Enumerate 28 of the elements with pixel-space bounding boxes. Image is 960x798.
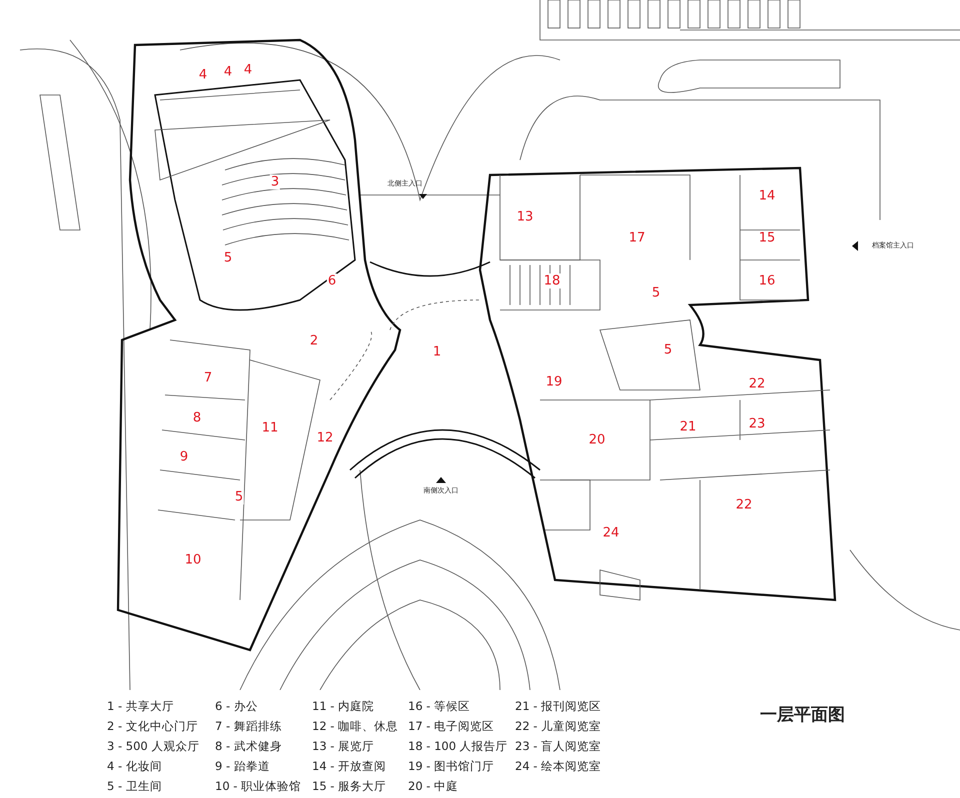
legend-entry: 14 - 开放查阅	[312, 761, 386, 772]
legend-entry: 8 - 武术健身	[215, 741, 282, 752]
legend-entry: 10 - 职业体验馆	[215, 781, 302, 792]
callout-number: 5	[234, 490, 244, 504]
legend-entry: 19 - 图书馆门厅	[408, 761, 494, 772]
legend-entry: 15 - 服务大厅	[312, 781, 386, 792]
legend-entry: 18 - 100 人报告厅	[408, 741, 508, 752]
legend-entry: 21 - 报刊阅览区	[515, 701, 602, 712]
legend-entry: 2 - 文化中心门厅	[107, 721, 198, 732]
drawing-title: 一层平面图	[760, 704, 845, 726]
legend-entry: 9 - 跆拳道	[215, 761, 270, 772]
legend-entry: 23 - 盲人阅览室	[515, 741, 602, 752]
legend-entry: 24 - 绘本阅览室	[515, 761, 602, 772]
callout-number: 3	[270, 174, 280, 190]
legend-entry: 20 - 中庭	[408, 781, 458, 792]
legend-entry: 4 - 化妆间	[107, 761, 162, 772]
legend-entry: 11 - 内庭院	[312, 701, 374, 712]
callout-number: 18	[542, 274, 562, 288]
legend-entry: 12 - 咖啡、休息	[312, 721, 398, 732]
legend-entry: 7 - 舞蹈排练	[215, 721, 282, 732]
legend-entry: 1 - 共享大厅	[107, 701, 174, 712]
legend-entry: 6 - 办公	[215, 701, 258, 712]
legend-entry: 5 - 卫生间	[107, 781, 162, 792]
legend-entry: 17 - 电子阅览区	[408, 721, 494, 732]
legend-entry: 13 - 展览厅	[312, 741, 374, 752]
legend-entry: 3 - 500 人观众厅	[107, 741, 200, 752]
legend-entry: 16 - 等候区	[408, 701, 470, 712]
legend-entry: 22 - 儿童阅览室	[515, 721, 602, 732]
